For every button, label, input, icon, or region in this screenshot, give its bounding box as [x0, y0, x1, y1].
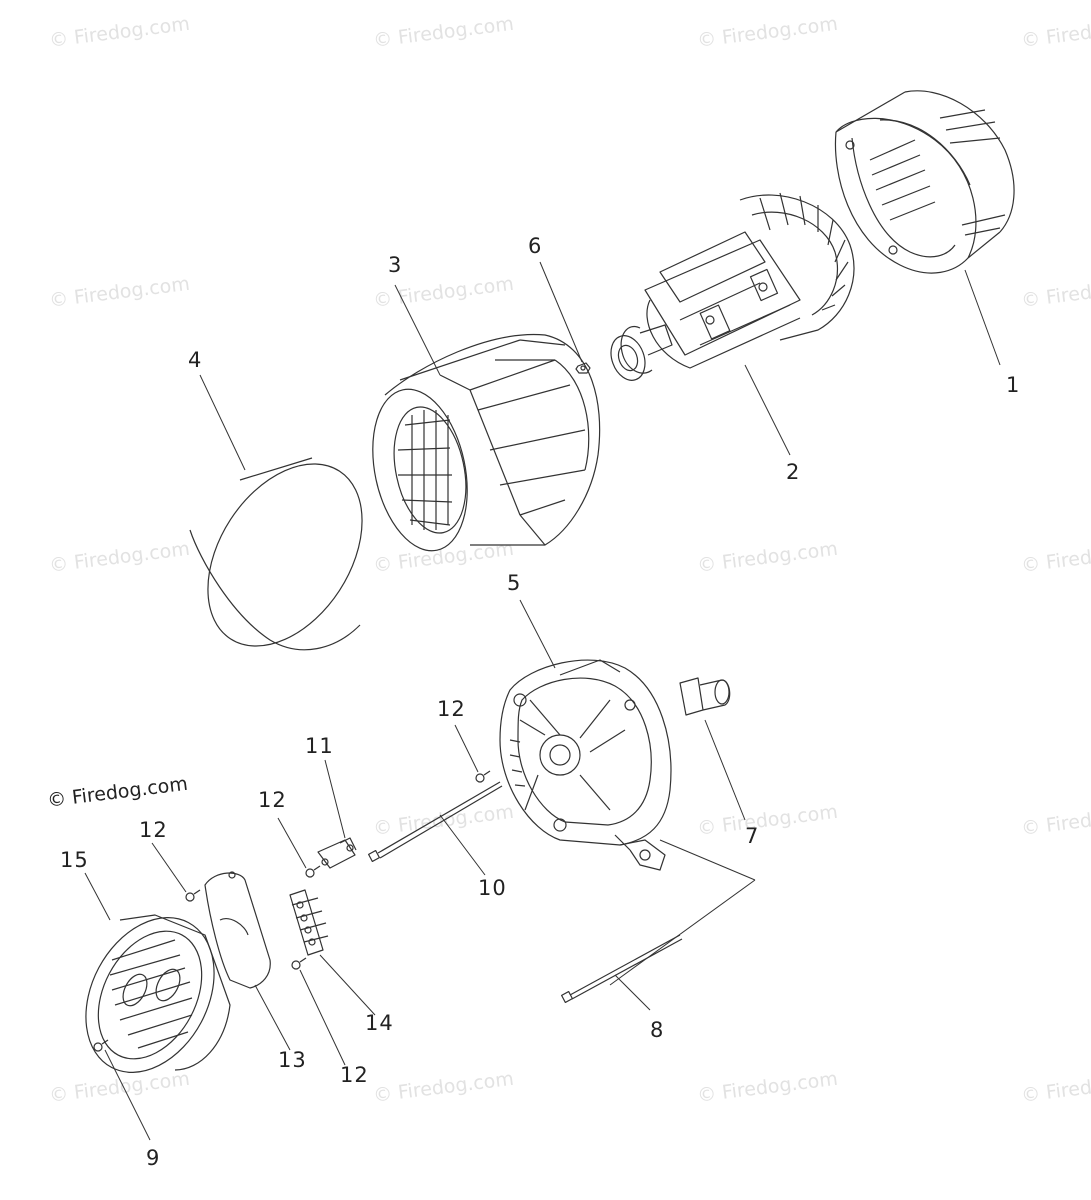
part-9-screw — [93, 1039, 109, 1052]
callout-13: 13 — [278, 1048, 307, 1072]
part-1-rear-housing — [834, 90, 1015, 274]
part-11-brush-holder — [317, 837, 357, 869]
callout-12: 12 — [437, 697, 466, 721]
callout-12: 12 — [258, 788, 287, 812]
part-10-tie-rod — [367, 781, 503, 863]
callout-12: 12 — [340, 1063, 369, 1087]
part-5-front-bracket — [499, 659, 672, 871]
part-4-cover — [189, 457, 363, 651]
callout-5: 5 — [507, 571, 522, 595]
part-2-rotor — [610, 192, 855, 381]
callout-4: 4 — [188, 348, 203, 372]
part-6-nut — [575, 362, 591, 374]
callout-2: 2 — [786, 460, 801, 484]
part-13-brush-cover — [204, 871, 271, 989]
callout-3: 3 — [388, 253, 403, 277]
callout-12: 12 — [139, 818, 168, 842]
callout-10: 10 — [478, 876, 507, 900]
callout-14: 14 — [365, 1011, 394, 1035]
part-7-bushing — [679, 677, 731, 716]
callout-6: 6 — [528, 234, 543, 258]
callout-11: 11 — [305, 734, 334, 758]
part-14-terminal-block — [289, 889, 329, 956]
callout-9: 9 — [146, 1146, 161, 1170]
callout-1: 1 — [1006, 373, 1021, 397]
callout-8: 8 — [650, 1018, 665, 1042]
leader-lines — [84, 261, 1001, 1141]
part-8-through-bolt — [560, 934, 683, 1004]
part-3-stator — [372, 333, 601, 552]
callout-15: 15 — [60, 848, 89, 872]
part-15-end-cover — [85, 914, 231, 1073]
callout-7: 7 — [745, 824, 760, 848]
part-12-screws — [185, 770, 491, 970]
